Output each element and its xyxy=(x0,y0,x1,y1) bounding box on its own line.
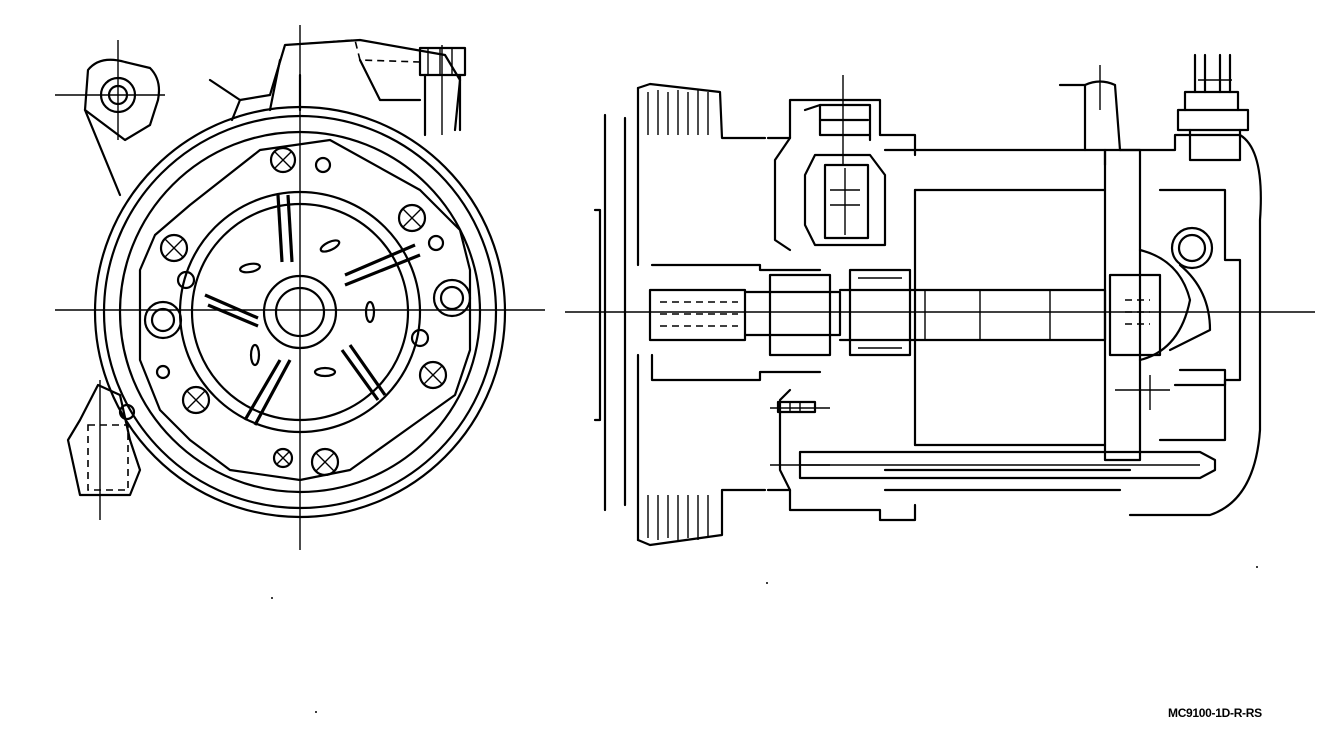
electrical-connector xyxy=(1176,53,1250,162)
mounting-ear xyxy=(83,58,161,142)
front-housing xyxy=(766,98,917,522)
front-view xyxy=(55,25,545,550)
reference-code-label: MC9100-1D-R-RS xyxy=(1168,706,1262,720)
scan-specks xyxy=(271,566,1258,713)
shaft-assembly xyxy=(648,268,1107,357)
pulley-section xyxy=(593,82,822,547)
through-bolt xyxy=(798,450,1217,480)
section-view xyxy=(565,53,1315,547)
section-centerlines xyxy=(565,65,1315,466)
rear-bearing xyxy=(1108,248,1192,362)
small-stud xyxy=(776,400,817,414)
front-centerlines xyxy=(55,25,545,550)
side-port-right xyxy=(432,278,472,318)
hub-slots xyxy=(239,239,376,378)
cylinder-body xyxy=(883,148,1142,492)
upper-valve xyxy=(803,103,887,247)
leaf-springs xyxy=(204,194,421,426)
top-fitting xyxy=(268,39,467,137)
bolt-holes xyxy=(159,146,448,477)
lower-bracket xyxy=(66,383,142,497)
discharge-elbow xyxy=(1168,226,1214,352)
side-port-left xyxy=(143,300,183,340)
rivets xyxy=(155,156,445,380)
